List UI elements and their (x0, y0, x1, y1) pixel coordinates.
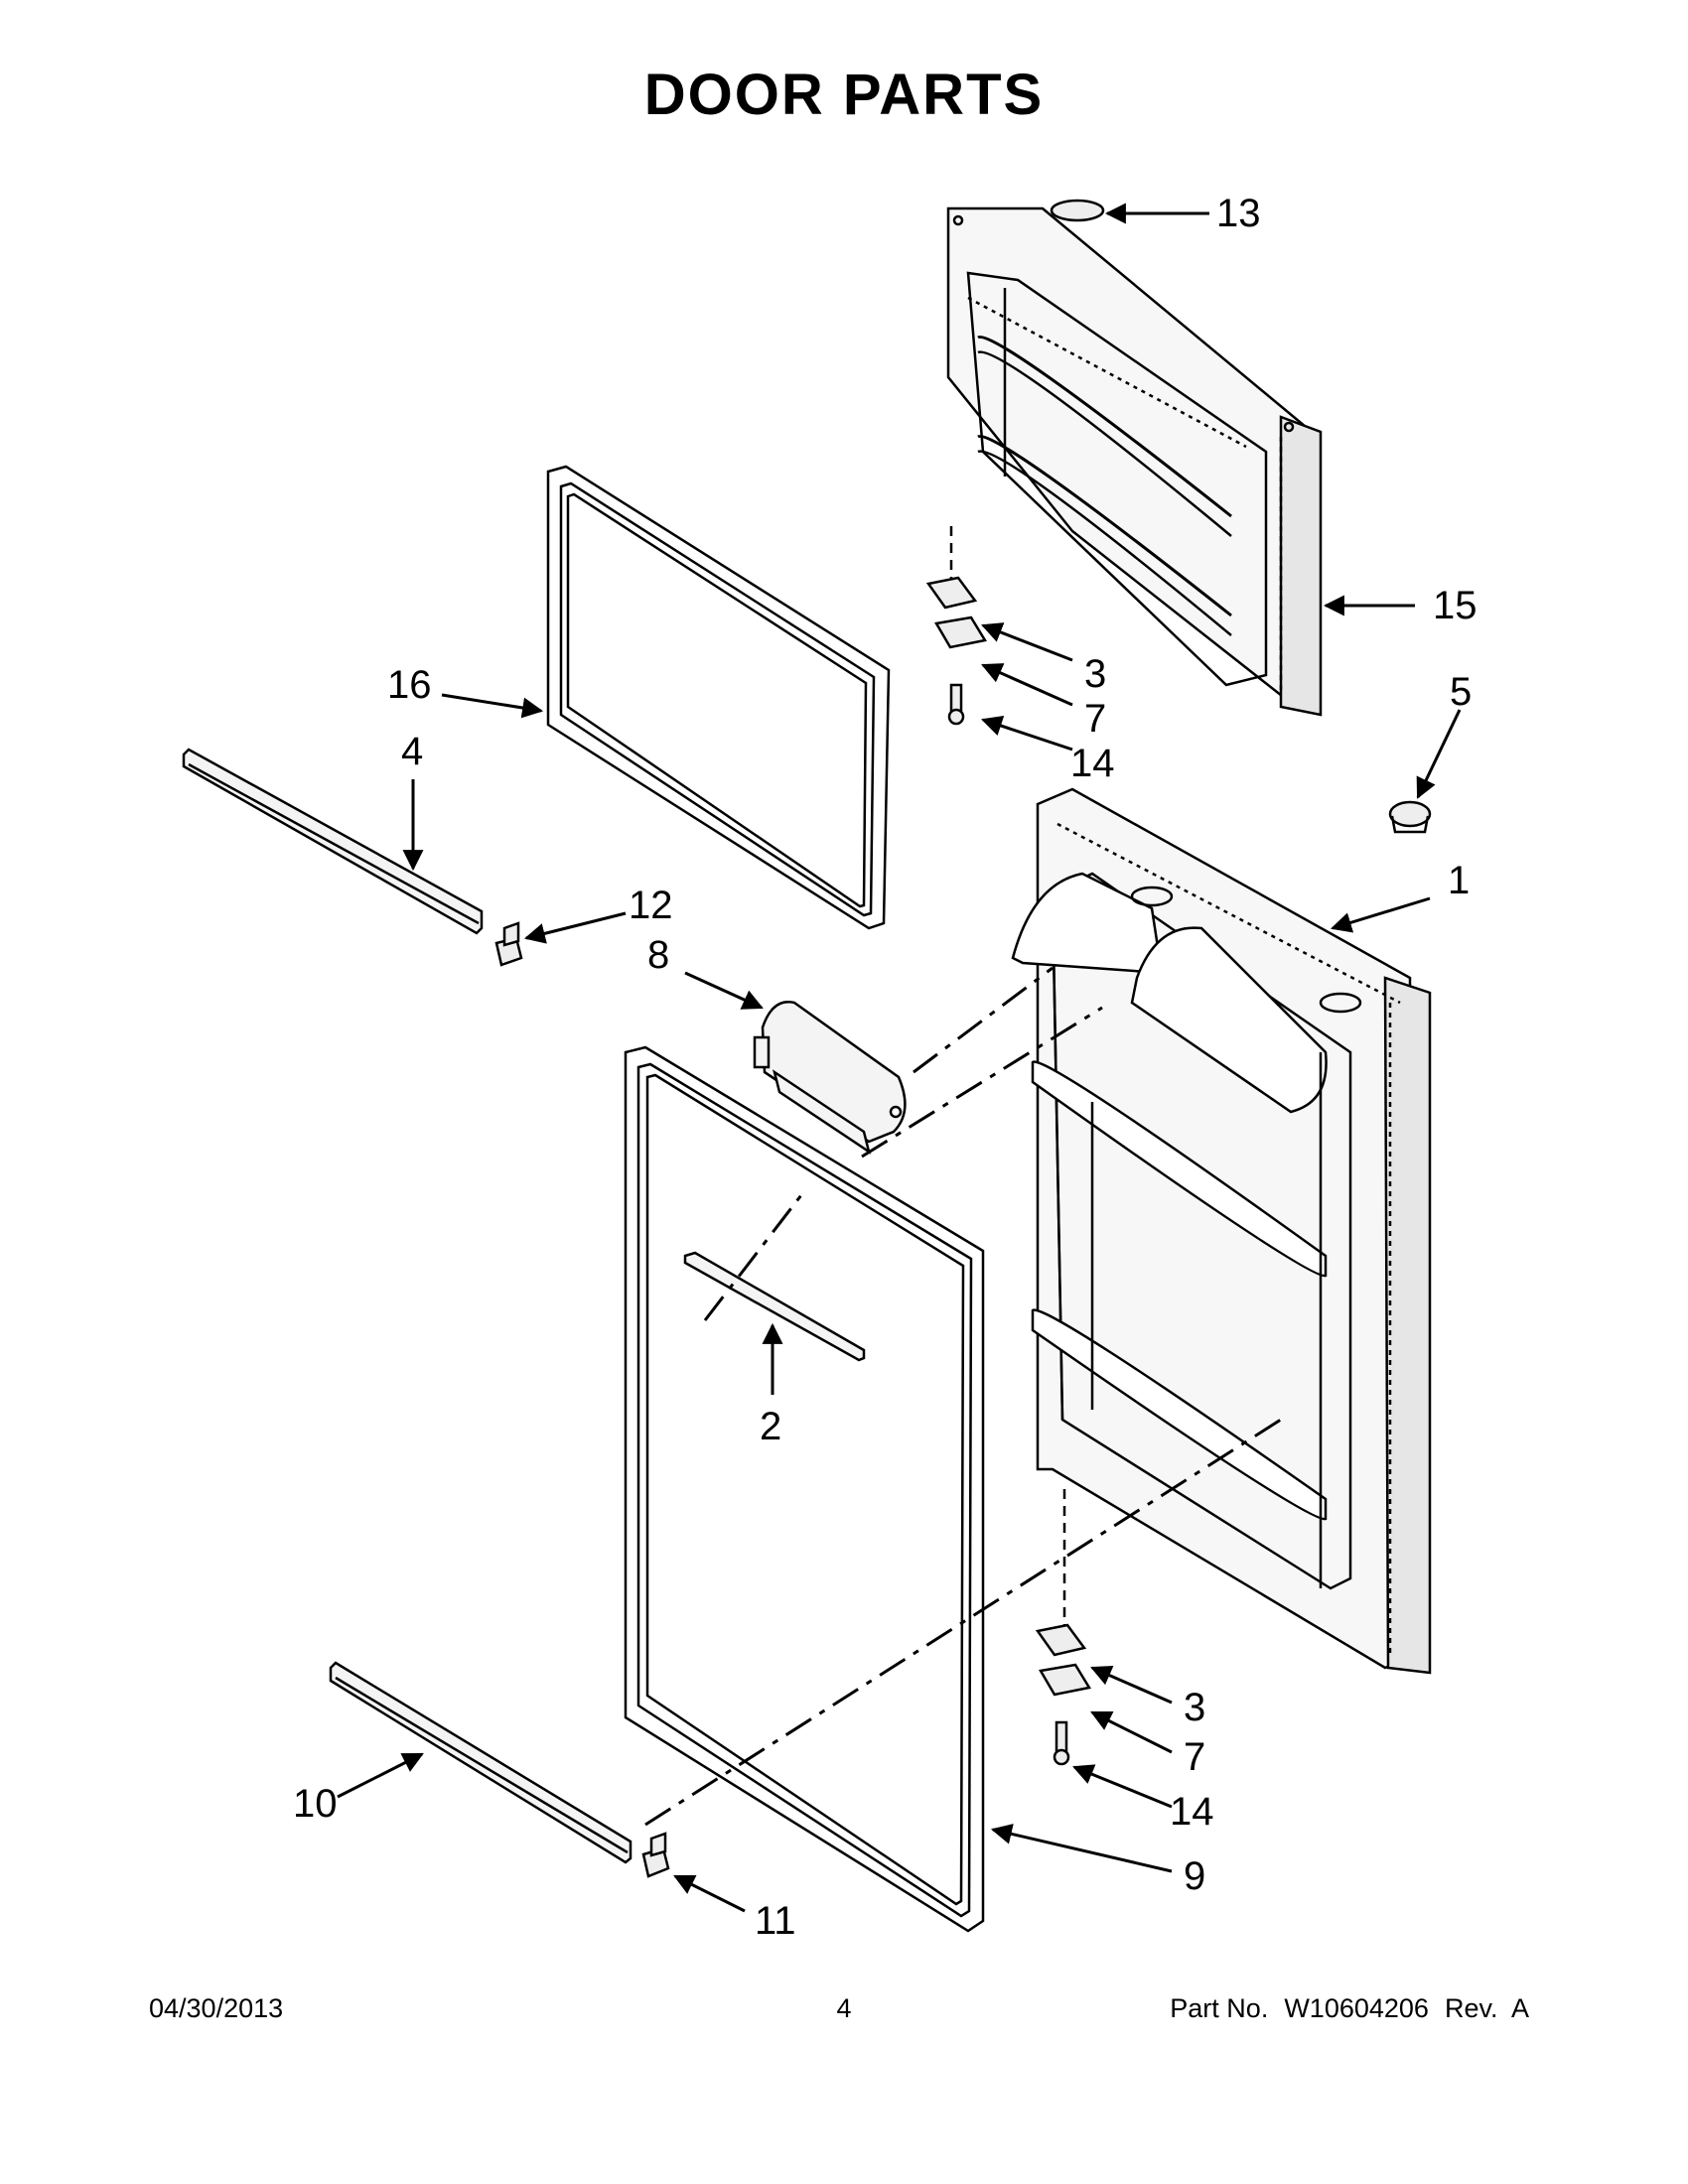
callout-7-upper: 7 (1084, 697, 1106, 741)
callout-3-upper: 3 (1084, 652, 1106, 696)
callout-7-lower: 7 (1184, 1735, 1205, 1779)
lower-hinge-hardware (1035, 1489, 1091, 1766)
callout-1: 1 (1448, 859, 1470, 902)
part-number: W10604206 (1284, 1993, 1429, 2023)
fresh-food-door-part-1 (1011, 787, 1432, 1675)
callout-2: 2 (760, 1405, 781, 1448)
callout-12: 12 (629, 884, 673, 927)
strip-part-2 (683, 1251, 866, 1362)
callout-11: 11 (755, 1899, 796, 1943)
clip-part-12 (494, 921, 523, 967)
trim-part-10 (329, 1661, 633, 1864)
leader-arrows (337, 203, 1462, 1913)
gasket-part-9 (624, 1045, 985, 1933)
plug-part-5 (1388, 800, 1432, 834)
page-title: DOOR PARTS (643, 63, 1045, 127)
callout-4: 4 (401, 730, 423, 773)
callout-13: 13 (1216, 192, 1261, 235)
dairy-door-part-8 (753, 1001, 907, 1155)
callout-14-upper: 14 (1070, 742, 1115, 785)
callout-15: 15 (1433, 584, 1477, 627)
freezer-door-part-15 (946, 206, 1323, 717)
assembly-lines (644, 966, 1282, 1827)
gasket-part-16 (546, 465, 891, 930)
callout-16: 16 (387, 663, 432, 707)
upper-hinge-hardware (925, 526, 987, 726)
trim-part-4 (182, 748, 484, 935)
callout-8: 8 (647, 933, 669, 977)
revision: Rev. A (1444, 1993, 1529, 2023)
callout-3-lower: 3 (1184, 1686, 1205, 1729)
callout-10: 10 (293, 1782, 338, 1826)
part-number-label: Part No. (1170, 1993, 1269, 2023)
footer-date: 04/30/2013 (149, 1993, 284, 2023)
footer-part-info: Part No. W10604206 Rev. A (1170, 1993, 1529, 2024)
callout-9: 9 (1184, 1854, 1205, 1898)
callout-14-lower: 14 (1170, 1790, 1214, 1834)
callout-5: 5 (1450, 670, 1472, 714)
footer-page-number: 4 (836, 1993, 852, 2023)
clip-part-11 (641, 1832, 670, 1878)
plug-part-13 (1050, 199, 1105, 222)
